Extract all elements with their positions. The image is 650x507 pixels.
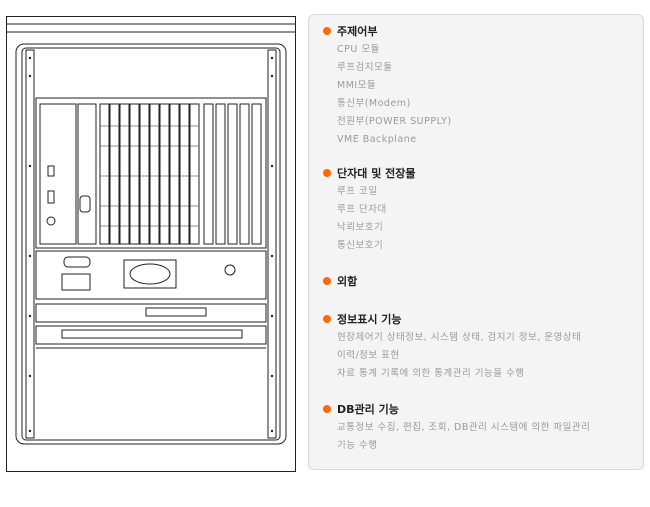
section-heading: 단자대 및 전장물 [323,165,416,181]
section-heading: 정보표시 기능 [323,311,581,327]
section-title: 주제어부 [337,25,378,38]
list-item: 기능 수행 [337,440,378,451]
section-main-control: 주제어부 CPU 모듈 루프검지모듈 MMI모듈 통신부(Modem) 전원부(… [323,23,452,149]
list-item: 전원부(POWER SUPPLY) [337,116,452,127]
list-item: 교통정보 수집, 편집, 조회, DB관리 시스템에 의한 파일관리 [337,422,591,433]
bullet-icon [323,27,331,35]
section-info-display: 정보표시 기능 현장제어기 상태정보, 시스템 상태, 검지기 정보, 운영상태… [323,311,581,383]
bullet-icon [323,315,331,323]
list-item: 현장제어기 상태정보, 시스템 상태, 검지기 정보, 운영상태 [337,332,582,343]
cabinet-illustration [6,16,296,472]
section-heading: 외함 [323,273,357,289]
section-title: 외함 [337,275,358,288]
info-panel: 주제어부 CPU 모듈 루프검지모듈 MMI모듈 통신부(Modem) 전원부(… [308,14,644,470]
list-item: MMI모듈 [337,80,377,91]
bullet-icon [323,169,331,177]
section-heading: DB관리 기능 [323,401,590,417]
bullet-icon [323,277,331,285]
section-terminal: 단자대 및 전장물 루프 코일 루프 단자대 낙뢰보호기 통신보호기 [323,165,416,255]
list-item: 루프 코일 [337,186,378,197]
list-item: CPU 모듈 [337,44,380,55]
list-item: 이력/정보 표현 [337,350,400,361]
list-item: 루프 단자대 [337,204,387,215]
list-item: 낙뢰보호기 [337,222,384,233]
section-heading: 주제어부 [323,23,452,39]
list-item: VME Backplane [337,134,417,145]
section-title: 정보표시 기능 [337,313,402,326]
section-title: DB관리 기능 [337,403,399,416]
list-item: 통신보호기 [337,240,384,251]
list-item: 루프검지모듈 [337,62,393,73]
section-title: 단자대 및 전장물 [337,167,416,180]
list-item: 자료 통계 기록에 의한 통계관리 기능을 수행 [337,368,525,379]
section-db-management: DB관리 기능 교통정보 수집, 편집, 조회, DB관리 시스템에 의한 파일… [323,401,590,455]
bullet-icon [323,405,331,413]
section-enclosure: 외함 [323,273,357,289]
list-item: 통신부(Modem) [337,98,411,109]
